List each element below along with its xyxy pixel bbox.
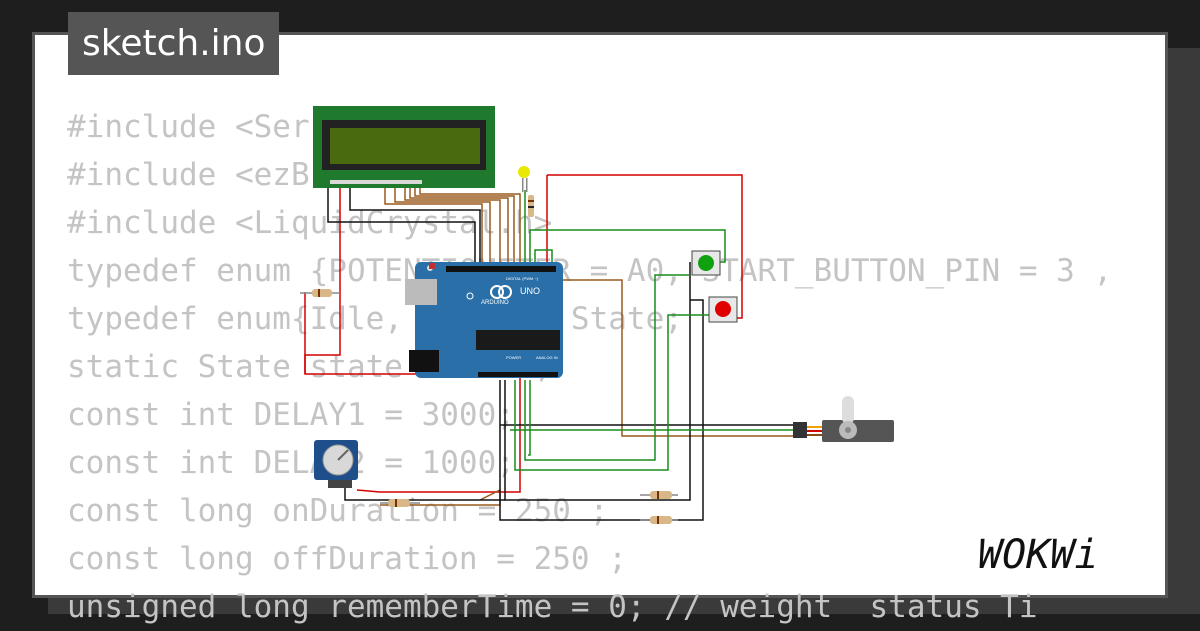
wire-green [528, 380, 531, 456]
resistor [528, 195, 534, 217]
push-button-green [691, 250, 721, 276]
code-line: const long offDuration = 250 ; [67, 541, 627, 577]
code-line: #include <ezB [67, 157, 310, 193]
code-preview: #include <Ser#include <ezB#include <Liqu… [67, 103, 1112, 631]
wire-red [304, 188, 521, 493]
resistor [640, 491, 678, 499]
wire-black [349, 188, 481, 268]
code-line: unsigned long rememberTime = 0; // weigh… [67, 589, 1038, 625]
wire-brown [394, 188, 491, 268]
logo-text: WOKWi [978, 532, 1098, 578]
wire-brown [524, 268, 800, 437]
arduino-uno-board [405, 262, 563, 378]
wire-brown [384, 188, 483, 268]
wire-green [534, 249, 553, 268]
wire-black [344, 488, 505, 501]
potentiometer [314, 440, 358, 488]
wire-brown [414, 188, 515, 268]
wire-green [514, 314, 712, 471]
wire-brown [409, 188, 509, 268]
wire-black [499, 299, 704, 521]
resistor [300, 289, 340, 297]
wire-green [524, 274, 690, 461]
board-name: UNO [520, 286, 540, 296]
wokwi-logo: WOKWi [978, 532, 1098, 578]
wire-red [547, 174, 743, 319]
wire-green [529, 229, 726, 268]
filename-label: sketch.ino [68, 12, 280, 75]
wires [304, 174, 800, 521]
code-line: #include <Ser [67, 109, 310, 145]
led-yellow [518, 166, 530, 192]
wire-black [327, 188, 476, 268]
wire-brown [404, 188, 501, 268]
board-brand: ARDUINO [481, 300, 509, 306]
lcd-1602 [313, 106, 495, 188]
power-label: POWER [506, 355, 521, 360]
resistor [640, 516, 678, 524]
digital-label: DIGITAL (PWM ~) [506, 276, 539, 281]
servo-motor [793, 396, 894, 442]
resistor [380, 499, 420, 507]
code-line: const int DELAY1 = 3000; [67, 397, 515, 433]
code-line: const long onDuration = 250 ; [67, 493, 609, 529]
push-button-red [708, 296, 738, 323]
wire-black [504, 262, 691, 501]
project-card: #include <Ser#include <ezB#include <Liqu… [32, 32, 1168, 625]
analog-label: ANALOG IN [536, 355, 558, 360]
wire-brown [419, 188, 521, 268]
